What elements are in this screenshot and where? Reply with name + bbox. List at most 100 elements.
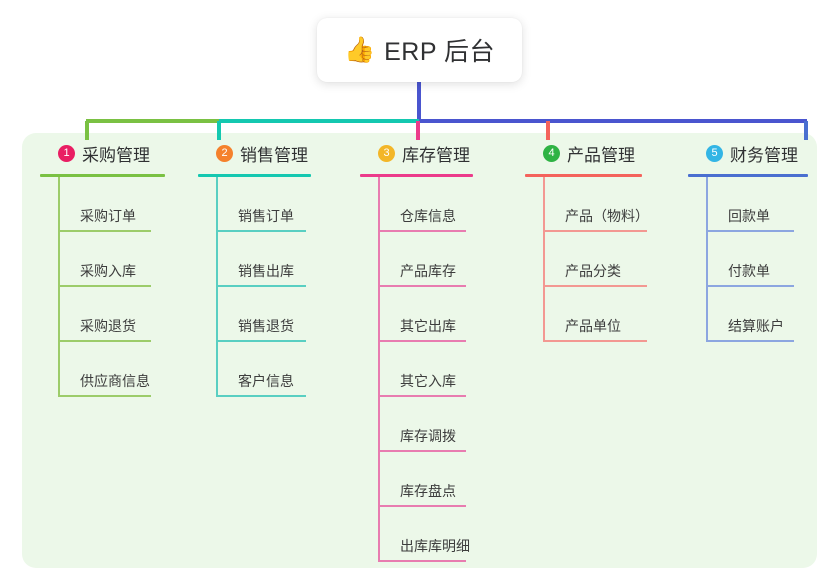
module-item[interactable]: 客户信息 <box>216 342 311 397</box>
module-item-rule <box>378 450 466 452</box>
module-item[interactable]: 采购入库 <box>58 232 165 287</box>
module-item-label: 销售订单 <box>238 208 294 224</box>
module-item-rule <box>378 505 466 507</box>
module-spine-5 <box>706 177 708 342</box>
module-item-list-4: 产品（物料） 产品分类产品单位 <box>543 177 649 342</box>
module-header-4[interactable]: 4 产品管理 <box>525 133 649 173</box>
module-item-label: 其它入库 <box>400 373 456 389</box>
module-item-label: 采购订单 <box>80 208 136 224</box>
module-item-label: 仓库信息 <box>400 208 456 224</box>
module-item-list-3: 仓库信息产品库存其它出库其它入库库存调拨库存盘点出库库明细 <box>378 177 473 562</box>
module-item-label: 结算账户 <box>728 318 784 334</box>
module-title-2: 销售管理 <box>240 145 308 165</box>
module-column-3: 3 库存管理仓库信息产品库存其它出库其它入库库存调拨库存盘点出库库明细 <box>360 133 473 562</box>
module-column-1: 1 采购管理采购订单采购入库采购退货供应商信息 <box>40 133 165 397</box>
module-header-5[interactable]: 5 财务管理 <box>688 133 808 173</box>
module-item[interactable]: 销售订单 <box>216 177 311 232</box>
module-item-rule <box>58 395 151 397</box>
module-item-label: 产品单位 <box>565 318 621 334</box>
module-column-4: 4 产品管理产品（物料） 产品分类产品单位 <box>525 133 649 342</box>
module-title-1: 采购管理 <box>82 145 150 165</box>
module-item-rule <box>543 285 647 287</box>
module-item-rule <box>706 285 794 287</box>
module-item-label: 供应商信息 <box>80 373 150 389</box>
modules-panel <box>22 133 817 568</box>
module-item[interactable]: 仓库信息 <box>378 177 473 232</box>
module-item[interactable]: 采购订单 <box>58 177 165 232</box>
module-item-list-2: 销售订单销售出库销售退货客户信息 <box>216 177 311 397</box>
module-item-rule <box>706 230 794 232</box>
module-item[interactable]: 采购退货 <box>58 287 165 342</box>
module-spine-3 <box>378 177 380 562</box>
module-item-label: 库存盘点 <box>400 483 456 499</box>
module-item[interactable]: 产品分类 <box>543 232 649 287</box>
module-spine-4 <box>543 177 545 342</box>
module-badge-4: 4 <box>543 144 560 162</box>
module-item-label: 采购入库 <box>80 263 136 279</box>
module-item[interactable]: 销售退货 <box>216 287 311 342</box>
module-item-list-5: 回款单付款单结算账户 <box>706 177 808 342</box>
module-item[interactable]: 库存盘点 <box>378 452 473 507</box>
module-item[interactable]: 产品库存 <box>378 232 473 287</box>
module-header-rule-4 <box>525 174 642 177</box>
module-item[interactable]: 库存调拨 <box>378 397 473 452</box>
module-item-rule <box>58 285 151 287</box>
module-header-3[interactable]: 3 库存管理 <box>360 133 473 173</box>
module-item[interactable]: 销售出库 <box>216 232 311 287</box>
root-title: ERP 后台 <box>384 38 496 66</box>
module-item[interactable]: 其它入库 <box>378 342 473 397</box>
module-item-rule <box>58 230 151 232</box>
module-header-rule-5 <box>688 174 808 177</box>
module-item-rule <box>378 560 466 562</box>
module-item-list-1: 采购订单采购入库采购退货供应商信息 <box>58 177 165 397</box>
module-item-rule <box>543 340 647 342</box>
module-item[interactable]: 供应商信息 <box>58 342 165 397</box>
module-badge-3: 3 <box>378 144 395 162</box>
module-item[interactable]: 产品单位 <box>543 287 649 342</box>
root-node[interactable]: 👍 ERP 后台 <box>317 18 522 82</box>
module-item-label: 付款单 <box>728 263 770 279</box>
module-item-label: 回款单 <box>728 208 770 224</box>
module-item-rule <box>216 340 306 342</box>
module-columns: 1 采购管理采购订单采购入库采购退货供应商信息 2 销售管理销售订单销售出库销售退货客… <box>22 133 817 568</box>
module-header-rule-3 <box>360 174 473 177</box>
module-item[interactable]: 其它出库 <box>378 287 473 342</box>
module-item-label: 产品分类 <box>565 263 621 279</box>
module-badge-1: 1 <box>58 144 75 162</box>
module-item-label: 销售出库 <box>238 263 294 279</box>
module-item-rule <box>378 395 466 397</box>
module-title-5: 财务管理 <box>730 145 798 165</box>
module-item-label: 产品（物料） <box>565 208 649 224</box>
module-item-rule <box>58 340 151 342</box>
module-item-rule <box>706 340 794 342</box>
module-spine-2 <box>216 177 218 397</box>
module-item-rule <box>378 340 466 342</box>
module-header-rule-2 <box>198 174 311 177</box>
module-item-rule <box>216 395 306 397</box>
module-item-label: 客户信息 <box>238 373 294 389</box>
module-item-rule <box>216 230 306 232</box>
module-item-label: 销售退货 <box>238 318 294 334</box>
module-item[interactable]: 回款单 <box>706 177 808 232</box>
module-item[interactable]: 产品（物料） <box>543 177 649 232</box>
module-item-label: 采购退货 <box>80 318 136 334</box>
module-header-1[interactable]: 1 采购管理 <box>40 133 165 173</box>
module-item-rule <box>216 285 306 287</box>
module-header-2[interactable]: 2 销售管理 <box>198 133 311 173</box>
module-item-label: 出库库明细 <box>400 538 470 554</box>
module-header-rule-1 <box>40 174 165 177</box>
module-title-3: 库存管理 <box>402 145 470 165</box>
module-badge-5: 5 <box>706 144 723 162</box>
module-badge-2: 2 <box>216 144 233 162</box>
module-item-label: 产品库存 <box>400 263 456 279</box>
thumbs-up-icon: 👍 <box>343 35 376 64</box>
module-title-4: 产品管理 <box>567 145 635 165</box>
module-item-rule <box>378 230 466 232</box>
module-column-5: 5 财务管理回款单付款单结算账户 <box>688 133 808 342</box>
module-item[interactable]: 付款单 <box>706 232 808 287</box>
module-item-label: 其它出库 <box>400 318 456 334</box>
module-item[interactable]: 出库库明细 <box>378 507 473 562</box>
module-item[interactable]: 结算账户 <box>706 287 808 342</box>
module-item-label: 库存调拨 <box>400 428 456 444</box>
